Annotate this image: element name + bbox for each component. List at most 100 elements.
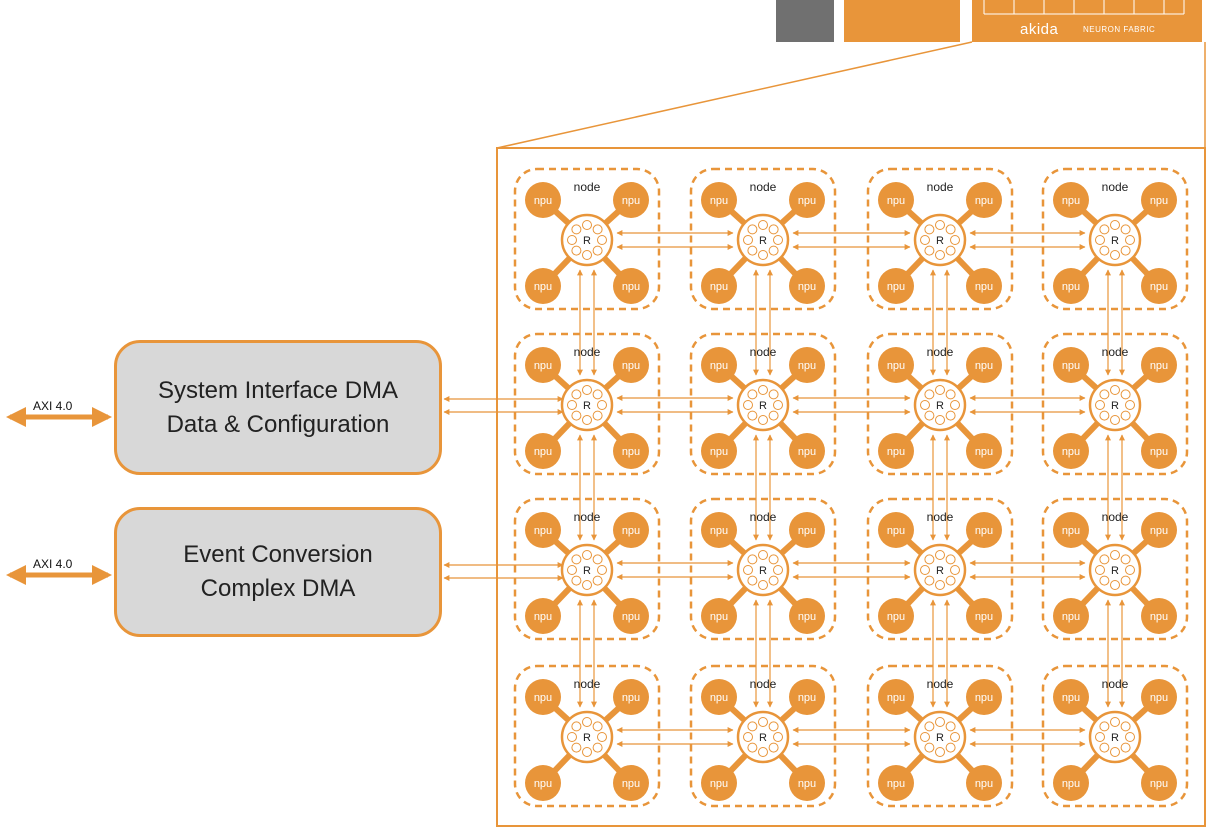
npu-label: npu xyxy=(534,281,552,293)
router-label: R xyxy=(759,732,767,744)
npu-circle xyxy=(789,765,825,801)
npu-label: npu xyxy=(798,778,816,790)
router-unit xyxy=(1120,224,1131,235)
router-circle xyxy=(560,543,614,597)
router-unit xyxy=(768,575,779,586)
router-unit xyxy=(935,717,945,727)
npu-circle xyxy=(1141,512,1177,548)
router-unit xyxy=(758,385,768,395)
node-label: node xyxy=(574,180,601,194)
router-unit xyxy=(1110,250,1120,260)
router-unit xyxy=(758,550,768,560)
router-unit xyxy=(773,400,783,410)
banner-neuron-fabric-block xyxy=(972,0,1202,42)
npu-circle xyxy=(613,512,649,548)
npu-label: npu xyxy=(887,195,905,207)
router-unit xyxy=(1095,732,1105,742)
node-outline xyxy=(866,332,1014,476)
router-unit xyxy=(1110,415,1120,425)
npu-label: npu xyxy=(798,525,816,537)
npu-label: npu xyxy=(622,360,640,372)
npu-circle xyxy=(789,598,825,634)
router-unit xyxy=(571,410,582,421)
router-unit xyxy=(747,224,758,235)
npu-circle xyxy=(525,765,561,801)
npu-label: npu xyxy=(887,281,905,293)
router-unit xyxy=(950,732,960,742)
router-unit xyxy=(571,721,582,732)
node-label: node xyxy=(1102,677,1129,691)
axi-label-event: AXI 4.0 xyxy=(33,557,73,571)
npu-circle xyxy=(525,182,561,218)
router-unit xyxy=(1125,400,1135,410)
npu-circle xyxy=(525,433,561,469)
npu-circle xyxy=(613,347,649,383)
npu-label: npu xyxy=(887,611,905,623)
router-unit xyxy=(571,554,582,565)
node-label: node xyxy=(750,677,777,691)
router-circle xyxy=(1088,378,1142,432)
router-unit xyxy=(571,245,582,256)
npu-label: npu xyxy=(534,446,552,458)
router-unit xyxy=(582,580,592,590)
npu-label: npu xyxy=(1150,281,1168,293)
npu-label: npu xyxy=(1062,525,1080,537)
npu-circle xyxy=(878,433,914,469)
npu-circle xyxy=(878,347,914,383)
npu-circle xyxy=(1141,433,1177,469)
banner-orange-block xyxy=(844,0,960,42)
router-circle xyxy=(736,213,790,267)
router-unit xyxy=(747,389,758,400)
router-unit xyxy=(935,385,945,395)
router-unit xyxy=(773,235,783,245)
npu-label: npu xyxy=(622,446,640,458)
router-unit xyxy=(950,400,960,410)
npu-label: npu xyxy=(710,360,728,372)
router-unit xyxy=(1110,385,1120,395)
node-label: node xyxy=(574,510,601,524)
router-unit xyxy=(1099,554,1110,565)
router-unit xyxy=(582,220,592,230)
router-unit xyxy=(1099,224,1110,235)
router-unit xyxy=(1125,235,1135,245)
akida-logo-text: akida xyxy=(1020,21,1059,38)
router-unit xyxy=(747,575,758,586)
node-label: node xyxy=(927,180,954,194)
router-unit xyxy=(758,415,768,425)
node-outline xyxy=(1041,664,1189,808)
router-unit xyxy=(768,742,779,753)
npu-circle xyxy=(789,347,825,383)
router-circle xyxy=(1088,710,1142,764)
npu-circle xyxy=(1141,268,1177,304)
router-unit xyxy=(747,742,758,753)
router-unit xyxy=(935,580,945,590)
npu-label: npu xyxy=(622,778,640,790)
npu-label: npu xyxy=(622,525,640,537)
npu-circle xyxy=(789,182,825,218)
router-unit xyxy=(768,721,779,732)
banner-grid-icon xyxy=(983,0,1185,15)
node-outline xyxy=(689,664,837,808)
router-unit xyxy=(945,575,956,586)
npu-circle xyxy=(789,679,825,715)
system-dma-title-line1: System Interface DMA xyxy=(157,376,399,404)
npu-circle xyxy=(878,679,914,715)
npu-circle xyxy=(701,765,737,801)
npu-label: npu xyxy=(975,360,993,372)
npu-circle xyxy=(1053,679,1089,715)
npu-circle xyxy=(525,347,561,383)
router-unit xyxy=(592,224,603,235)
npu-label: npu xyxy=(798,360,816,372)
router-unit xyxy=(1120,245,1131,256)
npu-label: npu xyxy=(534,692,552,704)
router-unit xyxy=(945,721,956,732)
router-unit xyxy=(582,717,592,727)
node-outline xyxy=(513,497,661,641)
router-circle xyxy=(560,213,614,267)
npu-circle xyxy=(966,512,1002,548)
router-unit xyxy=(768,410,779,421)
